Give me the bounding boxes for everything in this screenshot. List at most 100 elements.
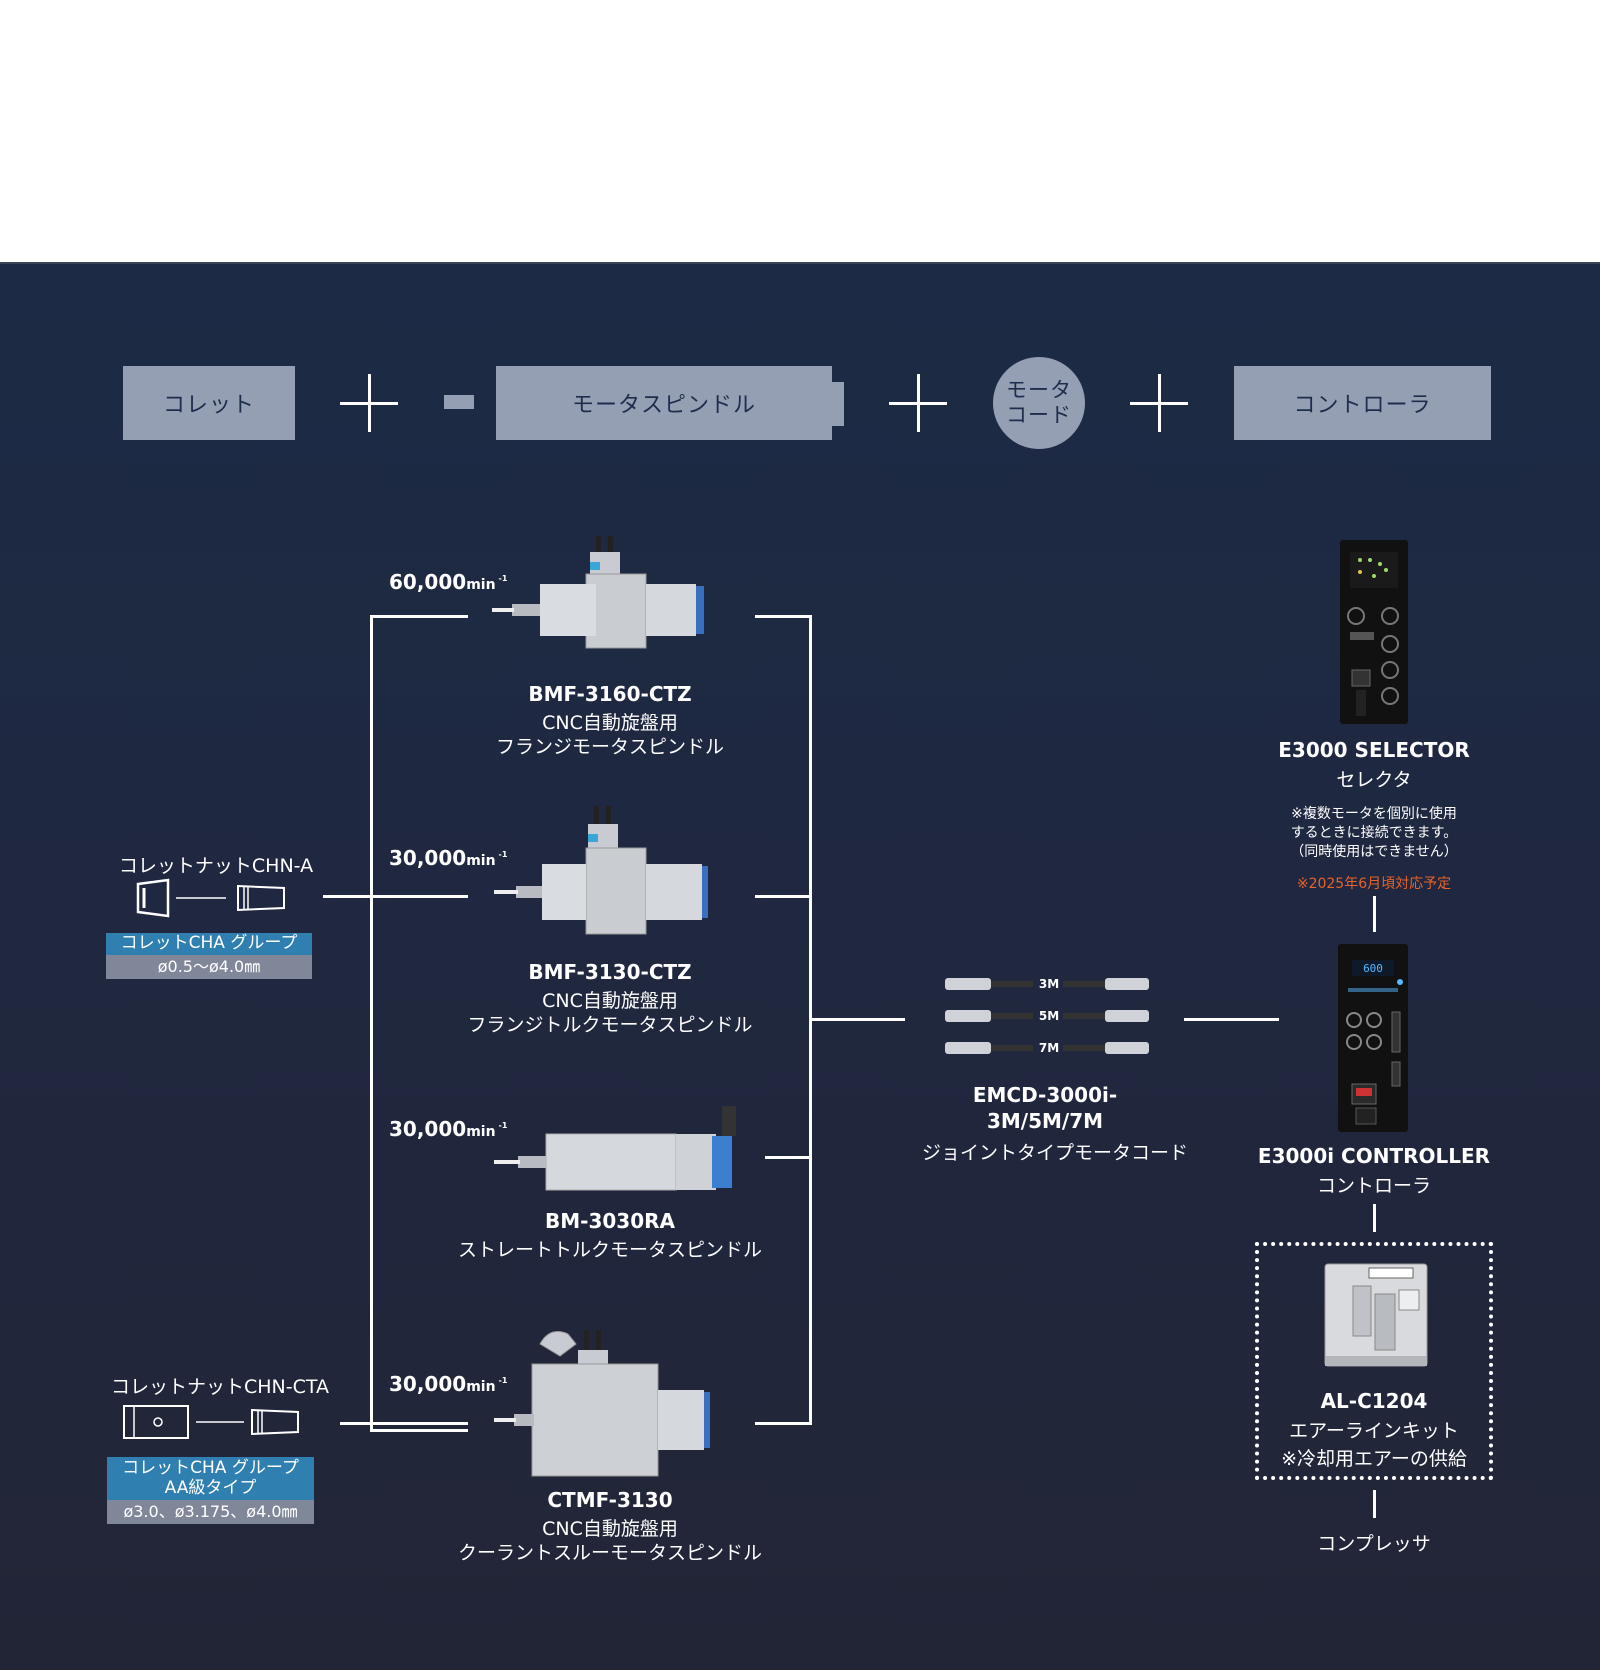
spindle-speed-value: 30,000 — [389, 1117, 467, 1141]
spindle-model: CTMF-3130 — [547, 1488, 673, 1512]
spindle-speed-value: 60,000 — [389, 570, 467, 594]
plus-icon — [1130, 374, 1188, 432]
spindle-desc: CNC自動旋盤用 フランジトルクモータスピンドル — [440, 989, 780, 1037]
spindle-desc-line2: フランジモータスピンドル — [495, 736, 724, 758]
airline-name: エアーラインキット — [1289, 1420, 1459, 1442]
selector-model: E3000 SELECTOR — [1278, 738, 1470, 762]
spindle-speed-value: 30,000 — [389, 846, 467, 870]
connector-line — [755, 1422, 812, 1425]
connector-line — [1373, 896, 1376, 932]
plus-icon — [889, 374, 947, 432]
cord-connector-icon — [945, 1042, 1149, 1054]
speed-exp: -1 — [498, 1376, 508, 1386]
cord-7m: 7M — [945, 1040, 1149, 1056]
cord-5m: 5M — [945, 1008, 1149, 1024]
cord-connector-icon — [945, 978, 1149, 990]
selector-image — [1340, 540, 1408, 724]
connector-line — [370, 1429, 468, 1432]
selector-schedule: ※2025年6月頃対応予定 — [1296, 876, 1452, 892]
cord-model-line1: EMCD-3000i- — [972, 1083, 1118, 1107]
connector-line — [809, 1018, 905, 1021]
cord-model: EMCD-3000i- 3M/5M/7M — [905, 1082, 1185, 1134]
cord-desc: ジョイントタイプモータコード — [921, 1142, 1188, 1164]
airline-kit-image — [1324, 1263, 1428, 1367]
spindle-model: BM-3030RA — [545, 1209, 675, 1233]
header-collet: コレット — [123, 366, 295, 440]
spindle-speed: 30,000min-1 — [389, 846, 507, 870]
airline-model: AL-C1204 — [1320, 1389, 1428, 1413]
collet-range-label: ø3.0、ø3.175、ø4.0㎜ — [123, 1502, 298, 1521]
spindle-speed-value: 30,000 — [389, 1372, 467, 1396]
collet-range-badge: ø0.5〜ø4.0㎜ — [106, 955, 312, 979]
collet-aa-type-label: AA級タイプ — [164, 1478, 257, 1498]
cord-model-line2: 3M/5M/7M — [986, 1109, 1104, 1133]
speed-exp: -1 — [498, 574, 508, 584]
collet-nut-icon — [136, 878, 285, 918]
spindle-model: BMF-3130-CTZ — [528, 960, 692, 984]
header-cord-line2: コード — [1006, 403, 1072, 427]
connector-line — [765, 1156, 812, 1159]
spindle-desc-line1: CNC自動旋盤用 — [542, 712, 678, 734]
spindle-desc-line2: クーラントスルーモータスピンドル — [457, 1542, 762, 1564]
header-spindle-label: モータスピンドル — [571, 393, 756, 418]
collet-cha-group-label: コレットCHA グループ — [122, 1458, 299, 1478]
system-diagram-panel: コレット モータスピンドル モータ コード コントローラ コレットナットCHN-… — [0, 262, 1600, 1670]
selector-note: ※複数モータを個別に使用 するときに接続できます。 （同時使用はできません） — [1234, 805, 1514, 862]
selector-note-line3: （同時使用はできません） — [1290, 844, 1458, 860]
controller-display: 600 — [1363, 962, 1383, 975]
spindle-desc-line2: フランジトルクモータスピンドル — [467, 1014, 753, 1036]
connector-line — [370, 615, 373, 1432]
collet-cha-group-badge: コレットCHA グループ — [106, 933, 312, 955]
spindle-desc-line1: CNC自動旋盤用 — [542, 1518, 678, 1540]
speed-unit: min — [466, 1379, 496, 1395]
header-spindle-flange — [830, 382, 844, 426]
collet-range-badge: ø3.0、ø3.175、ø4.0㎜ — [107, 1500, 314, 1524]
collet-cha-group-badge: コレットCHA グループ AA級タイプ — [107, 1457, 314, 1500]
airline-kit-box — [1255, 1242, 1493, 1480]
header-collet-label: コレット — [162, 393, 255, 418]
controller-name: コントローラ — [1316, 1175, 1431, 1197]
cord-length-label: 3M — [1038, 977, 1060, 991]
header-spindle-body: モータスピンドル — [496, 366, 832, 440]
header-spindle-shaft — [444, 395, 474, 409]
connector-line — [1184, 1018, 1279, 1021]
cord-connector-icon — [945, 1010, 1149, 1022]
spindle-desc: CNC自動旋盤用 クーラントスルーモータスピンドル — [440, 1517, 780, 1565]
collet-nut-label: コレットナットCHN-A — [118, 855, 314, 877]
connector-line — [755, 615, 812, 618]
spindle-speed: 60,000min-1 — [389, 570, 507, 594]
speed-exp: -1 — [498, 850, 508, 860]
controller-image: 600 — [1338, 944, 1408, 1132]
speed-unit: min — [466, 1124, 496, 1140]
connector-line — [370, 615, 468, 618]
header-motor-cord: モータ コード — [993, 357, 1085, 449]
spindle-desc-line1: ストレートトルクモータスピンドル — [457, 1239, 762, 1261]
spindle-model: BMF-3160-CTZ — [528, 682, 692, 706]
spindle-desc: CNC自動旋盤用 フランジモータスピンドル — [470, 711, 750, 759]
selector-note-line2: するときに接続できます。 — [1290, 825, 1458, 841]
speed-exp: -1 — [498, 1121, 508, 1131]
connector-line — [1373, 1490, 1376, 1518]
cord-length-label: 7M — [1038, 1041, 1060, 1055]
selector-name: セレクタ — [1336, 769, 1412, 791]
collet-nut-label: コレットナットCHN-CTA — [110, 1376, 330, 1398]
plus-icon — [340, 374, 398, 432]
spindle-desc: ストレートトルクモータスピンドル — [440, 1238, 780, 1262]
speed-unit: min — [466, 577, 496, 593]
spindle-bm-3030ra-image — [494, 1106, 736, 1191]
speed-unit: min — [466, 853, 496, 869]
spindle-speed: 30,000min-1 — [389, 1117, 507, 1141]
header-controller: コントローラ — [1234, 366, 1491, 440]
airline-note: ※冷却用エアーの供給 — [1281, 1448, 1467, 1470]
collet-nut-icon — [123, 1405, 299, 1439]
spindle-bmf-3130-image — [494, 806, 708, 935]
spindle-speed: 30,000min-1 — [389, 1372, 507, 1396]
header-controller-label: コントローラ — [1293, 393, 1432, 418]
connector-line — [1373, 1204, 1376, 1232]
spindle-bmf-3160-image — [492, 536, 704, 649]
controller-model: E3000i CONTROLLER — [1257, 1144, 1491, 1168]
selector-note-line1: ※複数モータを個別に使用 — [1291, 806, 1457, 822]
connector-line — [755, 895, 812, 898]
collet-cha-group-label: コレットCHA グループ — [120, 933, 298, 953]
cord-3m: 3M — [945, 976, 1149, 992]
